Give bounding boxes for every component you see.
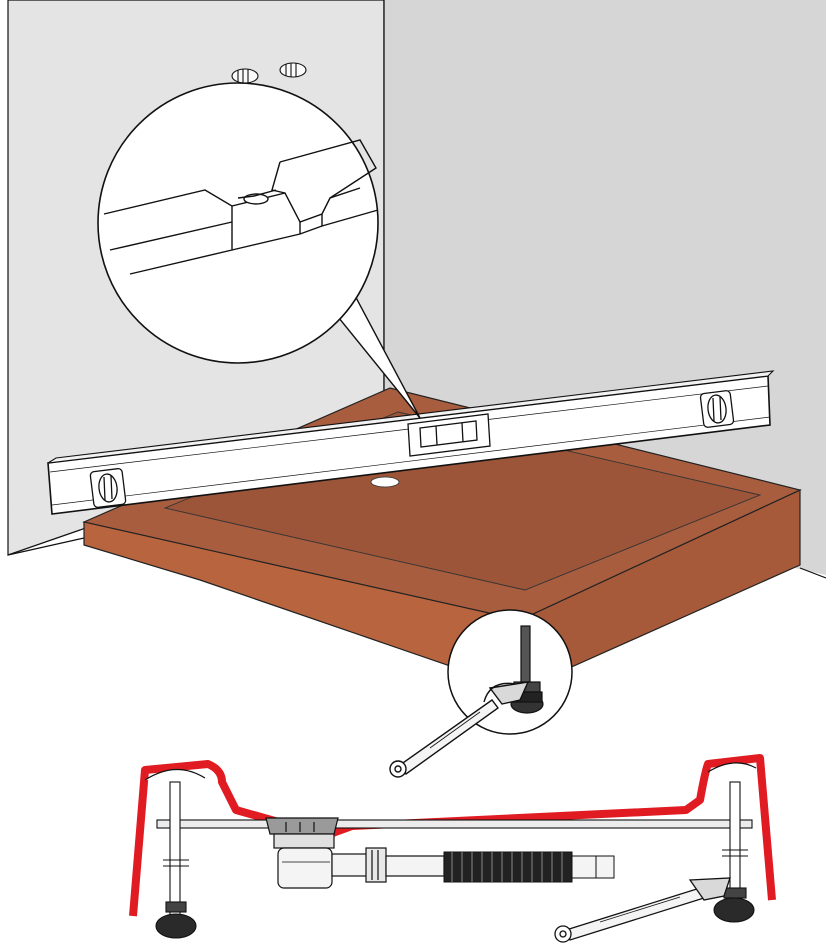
section-support-bar bbox=[156, 819, 753, 829]
bubble-vial-icon bbox=[699, 390, 735, 428]
callout-circle bbox=[97, 82, 379, 364]
floor-line-left bbox=[7, 537, 85, 556]
wall-fitting-left bbox=[231, 68, 259, 84]
adjustable-foot-icon bbox=[713, 781, 755, 923]
section-tray-profile bbox=[129, 754, 776, 917]
drain-trap-icon bbox=[265, 817, 445, 889]
bubble-vial-icon bbox=[89, 467, 127, 509]
foot-adjust-callout bbox=[447, 609, 573, 735]
wall-outlet-fittings bbox=[231, 62, 307, 84]
spirit-level-top bbox=[47, 370, 775, 464]
level-bubble-callout bbox=[97, 82, 421, 419]
adjustable-wrench-icon bbox=[389, 681, 530, 778]
spirit-level-center-vial bbox=[407, 413, 491, 457]
callout-circle-small bbox=[447, 609, 573, 735]
wall-fitting-right bbox=[279, 62, 307, 78]
tray-drain-hole bbox=[370, 476, 400, 488]
floor-line-right bbox=[799, 567, 826, 579]
spirit-level-icon bbox=[47, 370, 775, 515]
tray-cross-section bbox=[129, 754, 776, 943]
callout-level-closeup bbox=[103, 139, 379, 275]
flexible-hose-icon bbox=[443, 851, 615, 883]
adjustable-wrench-icon bbox=[554, 877, 731, 943]
adjustable-foot-icon bbox=[155, 781, 197, 939]
